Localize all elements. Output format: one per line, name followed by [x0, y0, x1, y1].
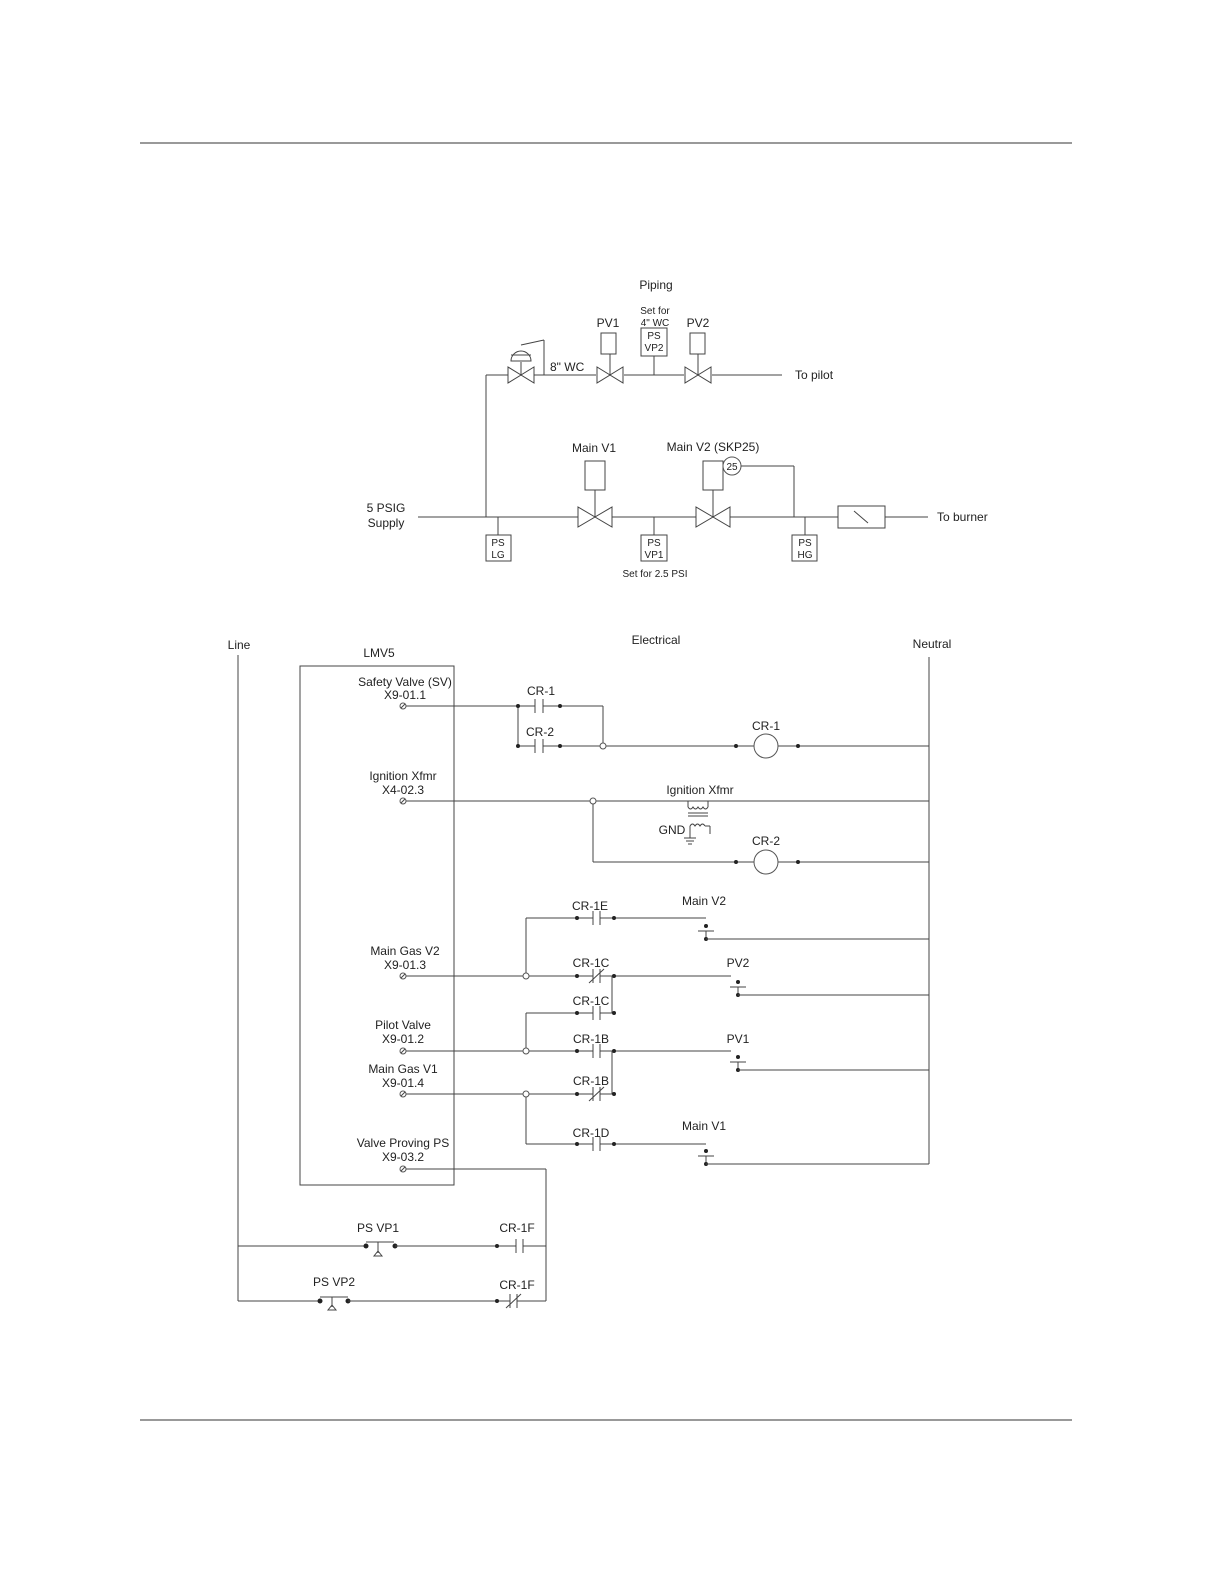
- terminal-code-sv: X9-01.1: [384, 688, 426, 702]
- electrical-diagram: Electrical Line Neutral LMV5 Safety Valv…: [228, 633, 952, 1311]
- coil-cr1-label: CR-1: [752, 719, 780, 733]
- pilot-regulator: [507, 339, 545, 384]
- contact-cr1e-label: CR-1E: [572, 899, 608, 913]
- load-main-v2-label: Main V2: [682, 894, 726, 908]
- supply-label-2: Supply: [368, 516, 405, 530]
- load-pv1-label: PV1: [727, 1032, 750, 1046]
- ps-vp2-setting-2: 4" WC: [641, 318, 670, 329]
- gnd-label: GND: [659, 823, 686, 837]
- contact-cr1c-no-label: CR-1C: [573, 994, 610, 1008]
- ps-vp1-label-2: VP1: [645, 550, 664, 561]
- coil-cr2-label: CR-2: [752, 834, 780, 848]
- ps-vp2-label-2: VP2: [645, 343, 664, 354]
- contact-cr1b-nc-label: CR-1B: [573, 1074, 609, 1088]
- ps-vp1-label-1: PS: [647, 538, 661, 549]
- to-pilot-label: To pilot: [795, 368, 834, 382]
- terminal-code-vpps: X9-03.2: [382, 1150, 424, 1164]
- lmv5-controller: [299, 665, 455, 1186]
- electrical-title: Electrical: [632, 633, 681, 647]
- contact-cr2-label: CR-2: [526, 725, 554, 739]
- actuator-code: 25: [726, 462, 738, 473]
- switch-ps-vp1-label: PS VP1: [357, 1221, 399, 1235]
- rung-safety-valve: [406, 699, 929, 759]
- ps-lg-box: [485, 534, 512, 562]
- terminal-code-mgv1: X9-01.4: [382, 1076, 424, 1090]
- ps-hg-box: [791, 534, 818, 562]
- load-pv2-label: PV2: [727, 956, 750, 970]
- terminal-name-mgv2: Main Gas V2: [370, 944, 440, 958]
- to-burner-label: To burner: [937, 510, 988, 524]
- main-v1-label: Main V1: [572, 441, 616, 455]
- pv2-label: PV2: [687, 316, 710, 330]
- ps-lg-label-1: PS: [491, 538, 505, 549]
- rung-main-gas-v2: [406, 911, 929, 1013]
- rung-ignition: [406, 797, 929, 875]
- terminal-markers: [399, 702, 407, 1173]
- terminal-code-ign: X4-02.3: [382, 783, 424, 797]
- terminal-code-pilot: X9-01.2: [382, 1032, 424, 1046]
- rung-pilot-valve: [406, 1006, 929, 1094]
- contact-cr1f-nc-label: CR-1F: [499, 1278, 534, 1292]
- butterfly-valve: [837, 505, 886, 529]
- lmv5-label: LMV5: [363, 646, 395, 660]
- ps-hg-label-1: PS: [798, 538, 812, 549]
- rung-valve-proving: [238, 1168, 547, 1311]
- main-v2-valve: [695, 456, 795, 528]
- main-v1-valve: [577, 460, 613, 528]
- ps-vp1-box: [640, 534, 668, 562]
- terminal-name-vpps: Valve Proving PS: [357, 1136, 450, 1150]
- pv1-label: PV1: [597, 316, 620, 330]
- ps-vp2-setting-1: Set for: [640, 306, 670, 317]
- supply-label-1: 5 PSIG: [367, 501, 406, 515]
- main-v2-label: Main V2 (SKP25): [667, 440, 760, 454]
- rung-main-gas-v1: [406, 1086, 929, 1166]
- ps-lg-label-2: LG: [491, 550, 505, 561]
- piping-diagram: Piping 8" WC PV1 PS VP2: [367, 278, 988, 580]
- contact-cr1-label: CR-1: [527, 684, 555, 698]
- pv2-valve: [684, 332, 712, 384]
- terminal-code-mgv2: X9-01.3: [384, 958, 426, 972]
- piping-title: Piping: [639, 278, 672, 292]
- terminal-name-pilot: Pilot Valve: [375, 1018, 431, 1032]
- contact-cr1c-nc-label: CR-1C: [573, 956, 610, 970]
- neutral-label: Neutral: [913, 637, 952, 651]
- regulator-setting-label: 8" WC: [550, 360, 585, 374]
- ps-vp2-box: [640, 327, 668, 357]
- ps-vp2-label-1: PS: [647, 331, 661, 342]
- contact-cr1f-no-label: CR-1F: [499, 1221, 534, 1235]
- ps-hg-label-2: HG: [798, 550, 813, 561]
- contact-cr1b-no-label: CR-1B: [573, 1032, 609, 1046]
- load-main-v1-label: Main V1: [682, 1119, 726, 1133]
- line-label: Line: [228, 638, 251, 652]
- contact-cr1d-label: CR-1D: [573, 1126, 610, 1140]
- terminal-name-mgv1: Main Gas V1: [368, 1062, 438, 1076]
- terminal-name-sv: Safety Valve (SV): [358, 675, 452, 689]
- ps-vp1-setting: Set for 2.5 PSI: [622, 569, 687, 580]
- pv1-valve: [596, 332, 624, 384]
- terminal-name-ign: Ignition Xfmr: [369, 769, 436, 783]
- ignition-xfmr-label: Ignition Xfmr: [666, 783, 733, 797]
- switch-ps-vp2-label: PS VP2: [313, 1275, 355, 1289]
